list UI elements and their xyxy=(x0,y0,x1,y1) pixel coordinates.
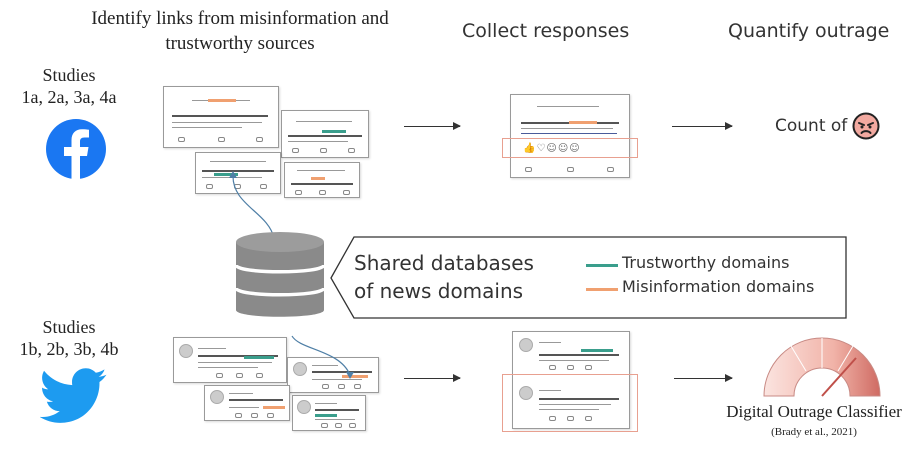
arrow-identify-to-collect-facebook xyxy=(404,122,461,130)
database-icon xyxy=(234,232,326,317)
angry-face-icon xyxy=(852,112,880,140)
facebook-post-card-2 xyxy=(281,110,369,158)
outrage-gauge-icon xyxy=(763,337,881,397)
outcome-twitter-label: Digital Outrage Classifier xyxy=(726,402,902,421)
header-collect: Collect responses xyxy=(462,20,630,42)
header-quantify: Quantify outrage xyxy=(728,20,890,42)
tweet-highlight-box xyxy=(502,374,638,432)
twitter-post-card-4 xyxy=(292,395,366,431)
outcome-twitter-citation: (Brady et al., 2021) xyxy=(771,426,857,438)
outcome-facebook-label: Count of xyxy=(775,116,848,136)
database-title-line2: of news domains xyxy=(354,279,524,303)
database-title: Shared databases of news domains xyxy=(354,249,534,305)
facebook-post-card-4 xyxy=(284,162,360,198)
facebook-logo-icon xyxy=(46,119,106,180)
studies-facebook-line2: 1a, 2a, 3a, 4a xyxy=(21,87,117,107)
database-label-box xyxy=(330,236,847,319)
legend-trustworthy-label: Trustworthy domains xyxy=(622,253,790,272)
legend-misinformation-swatch xyxy=(586,288,618,291)
legend-trustworthy-swatch xyxy=(586,264,618,267)
twitter-bird-icon xyxy=(40,368,107,423)
arrow-collect-to-quantify-facebook xyxy=(672,122,733,130)
twitter-post-card-3 xyxy=(204,385,290,421)
header-identify: Identify links from misinformation and t… xyxy=(91,8,389,54)
studies-twitter-line2: 1b, 2b, 3b, 4b xyxy=(19,339,119,359)
reactions-highlight-box xyxy=(502,138,638,158)
legend-misinformation-label: Misinformation domains xyxy=(622,277,815,296)
database-title-line1: Shared databases xyxy=(354,251,534,275)
facebook-response-card: 👍♡☺☺☺ xyxy=(510,94,630,178)
studies-facebook-line1: Studies xyxy=(42,65,96,85)
arrow-collect-to-quantify-twitter xyxy=(674,374,733,382)
twitter-response-card xyxy=(512,331,630,429)
studies-facebook-label: Studies 1a, 2a, 3a, 4a xyxy=(4,64,134,108)
facebook-post-card-3 xyxy=(195,152,281,194)
arrow-identify-to-collect-twitter xyxy=(404,374,461,382)
studies-twitter-line1: Studies xyxy=(42,317,96,337)
studies-twitter-label: Studies 1b, 2b, 3b, 4b xyxy=(4,316,134,360)
facebook-post-card-1 xyxy=(163,86,279,148)
reaction-icons: 👍♡☺☺☺ xyxy=(523,143,581,154)
twitter-post-card-1 xyxy=(173,337,287,383)
twitter-post-card-2 xyxy=(287,357,379,393)
